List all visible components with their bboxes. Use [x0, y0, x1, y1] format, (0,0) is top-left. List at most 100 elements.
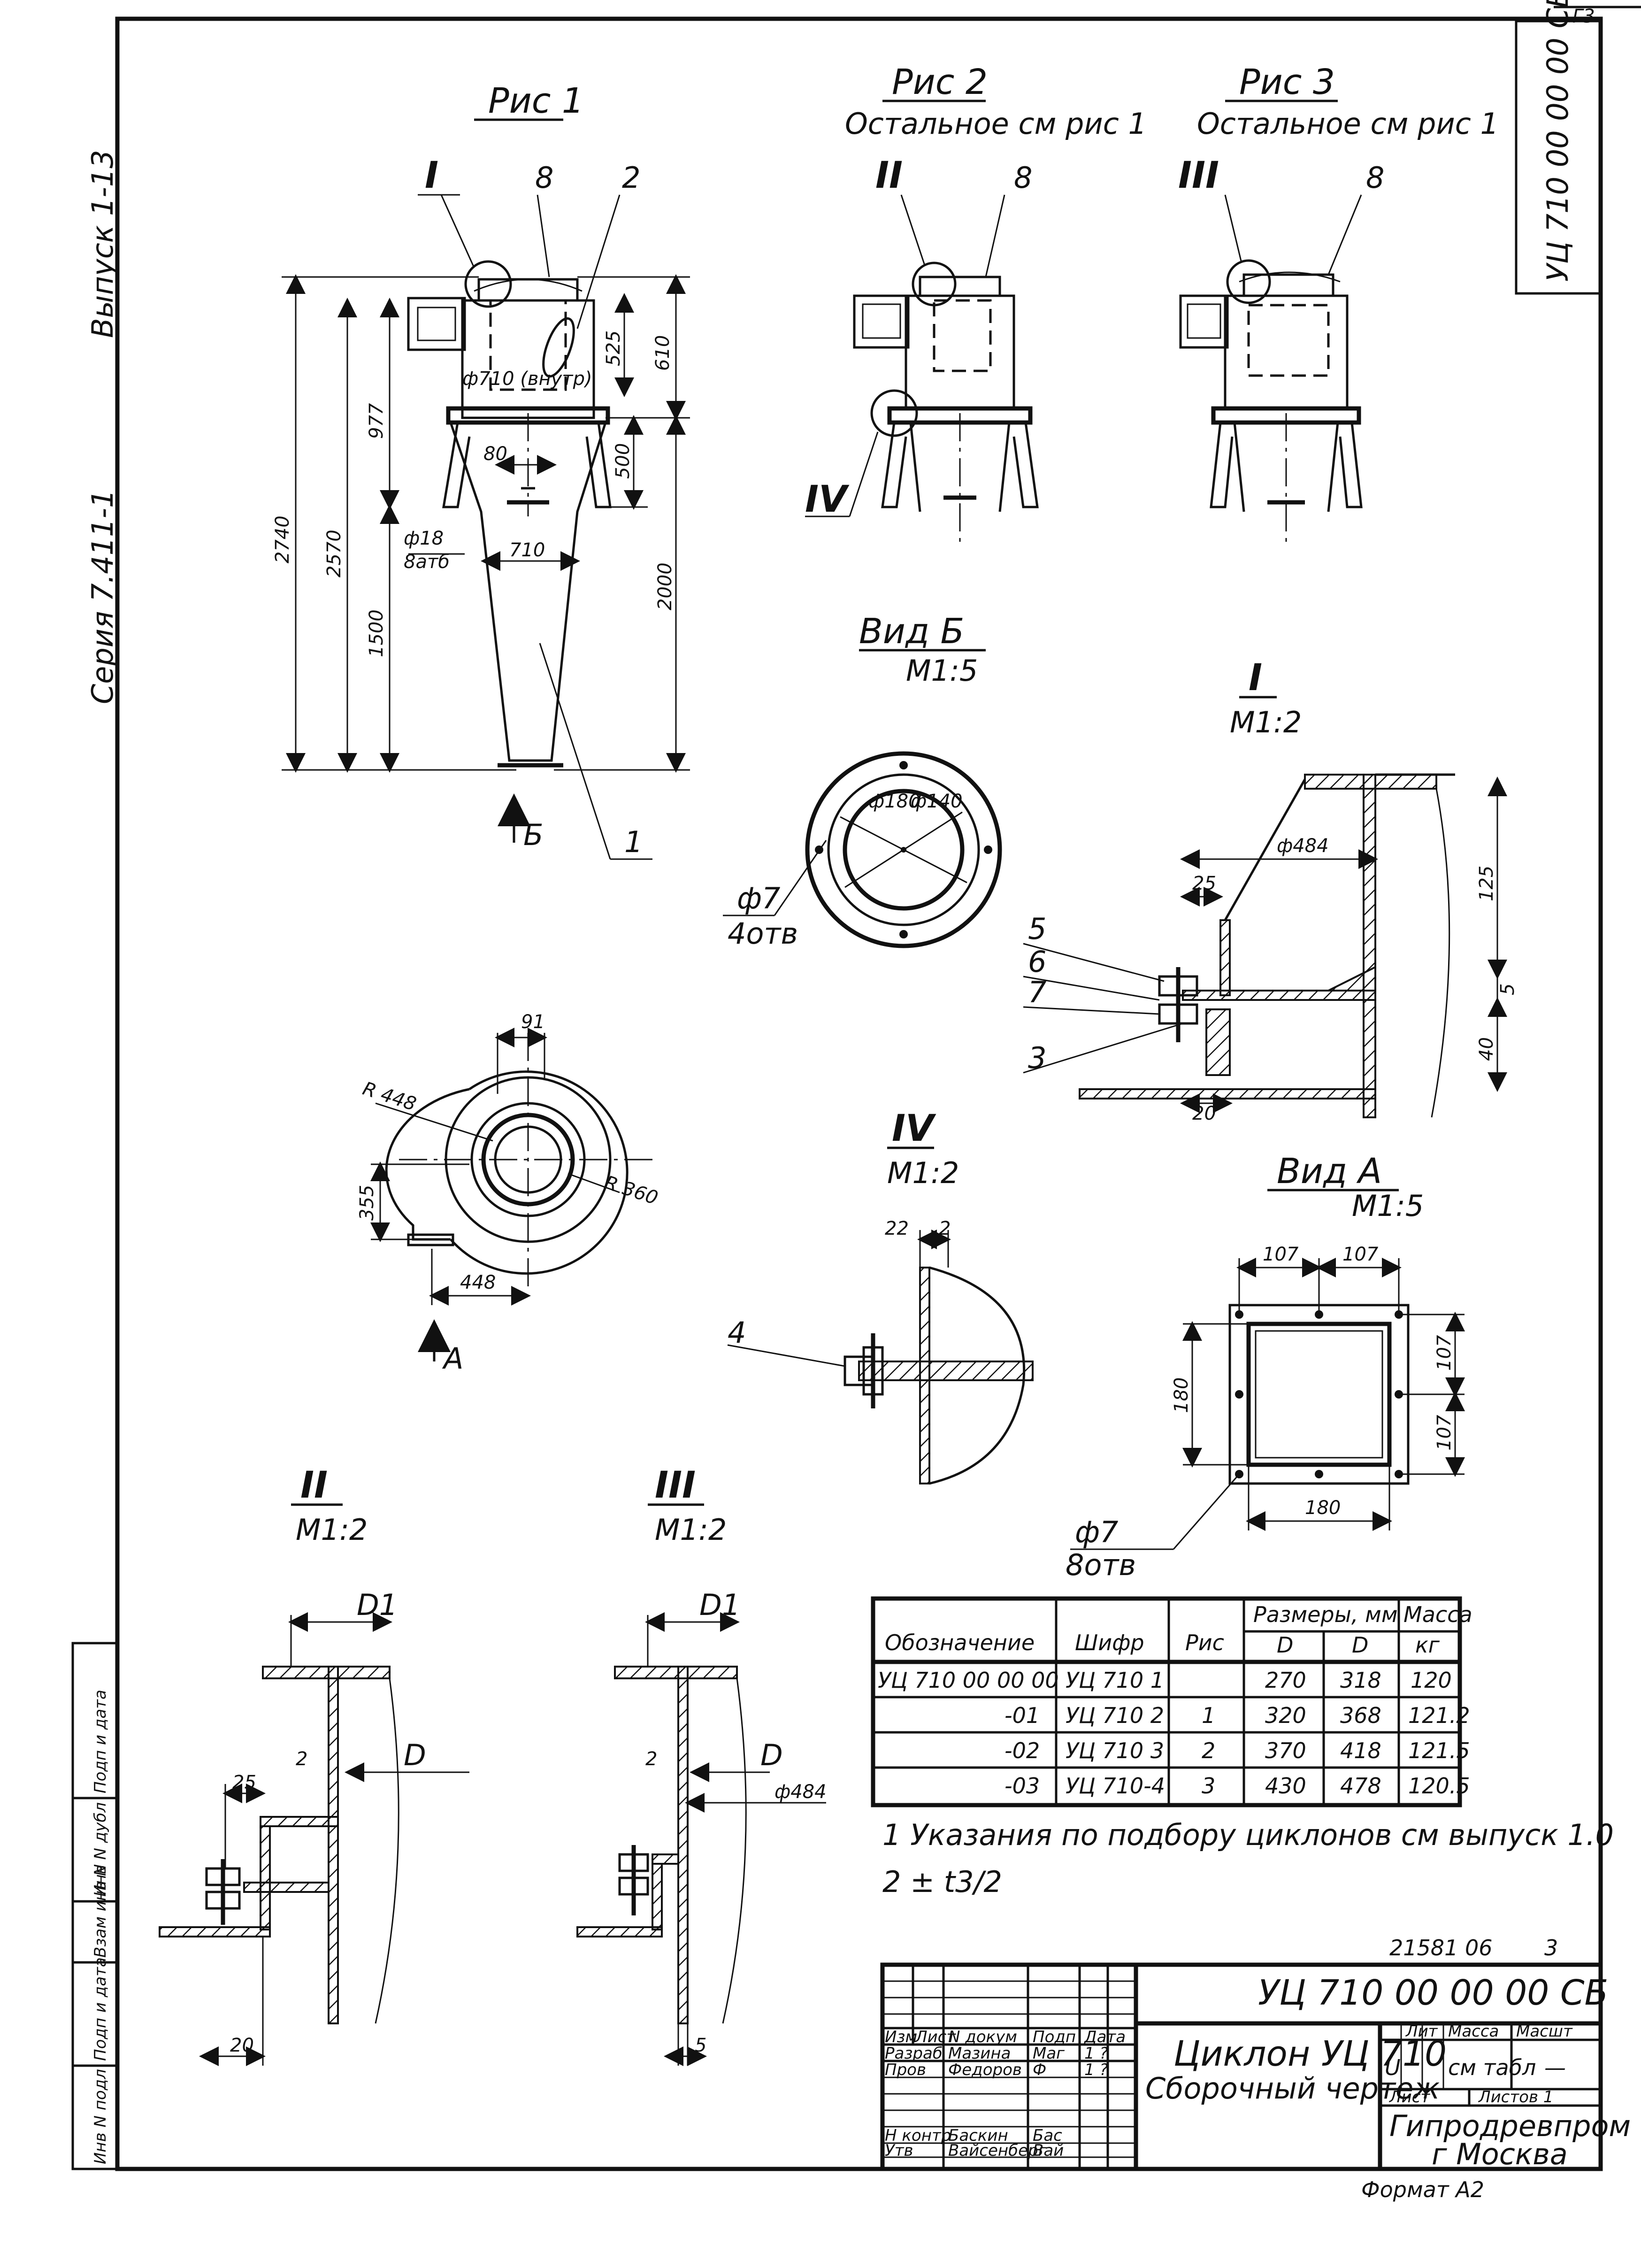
row0-code: УЦ 710 1: [1066, 1668, 1164, 1693]
top-code-text: УЦ 710 00 00 00 СБ: [1541, 0, 1575, 282]
stamp-role-utv: Утв: [885, 2141, 913, 2160]
detail3-scale: М1:2: [655, 1513, 727, 1547]
stamp-name1: Циклон УЦ 710: [1173, 2034, 1447, 2074]
stamp-date-razrab: 1 ?: [1084, 2044, 1108, 2063]
stamp-date-prov: 1 ?: [1084, 2060, 1108, 2079]
detail-II: II М1:2 D1 D 2 25 20: [159, 1464, 469, 2066]
row1-code: УЦ 710 2: [1066, 1703, 1164, 1728]
stamp-masht-label: Масшт: [1516, 2022, 1573, 2041]
stamp-name2: Сборочный чертеж: [1145, 2071, 1440, 2106]
table-header-D-big: D: [1352, 1632, 1368, 1658]
fig2-label-8: 8: [1014, 161, 1032, 195]
row2-fig: 2: [1202, 1738, 1215, 1763]
detail1-d20: 20: [1192, 1103, 1216, 1124]
detail4-scale: М1:2: [887, 1156, 959, 1190]
detail3-d5: 5: [695, 2035, 706, 2056]
detail3-D: D: [760, 1738, 783, 1772]
stamp-col-podp: Подп: [1033, 2028, 1076, 2046]
table-row: -03 УЦ 710-4 3 430 478 120.5: [1005, 1773, 1470, 1799]
view-a-d107c: 107: [1434, 1335, 1455, 1371]
spec-table: Обозначение Шифр Рис Размеры, мм D D Мас…: [871, 1596, 1472, 1807]
detail4-d2: 2: [939, 1218, 951, 1239]
row1-d1: 320: [1265, 1703, 1306, 1728]
detail1-d25: 25: [1192, 873, 1216, 894]
table-header-sizes: Размеры, мм: [1253, 1602, 1398, 1627]
stamp-org1: Гипродревпром: [1389, 2109, 1631, 2143]
row1-d2: 368: [1340, 1703, 1381, 1728]
dim-2570: 2570: [323, 530, 345, 577]
stamp-sign-utv: Вай: [1033, 2141, 1064, 2160]
figure-2: Рис 2 Остальное см рис 1 II 8 IV: [805, 62, 1147, 545]
fig1-title: Рис 1: [488, 81, 584, 121]
stamp-org2: г Москва: [1432, 2137, 1568, 2171]
view-a-holes: 8отв: [1066, 1548, 1136, 1582]
fig2-note: Остальное см рис 1: [845, 107, 1147, 141]
detail1-title: I: [1249, 657, 1262, 699]
plan-view: 91 R 448 R 360 355 448 А: [356, 1011, 660, 1376]
fig2-detail-IV-marker: [870, 389, 918, 437]
row1-mass: 121.2: [1408, 1703, 1470, 1728]
table-row: -01 УЦ 710 2 1 320 368 121.2: [1005, 1703, 1470, 1728]
row0-mass: 120: [1411, 1668, 1452, 1693]
view-a-title: Вид А: [1277, 1151, 1382, 1192]
view-b-scale: М1:5: [906, 653, 978, 688]
stamp-col-data: Дата: [1083, 2028, 1126, 2046]
stamp-role-prov: Пров: [885, 2060, 926, 2079]
dim-1500: 1500: [366, 609, 387, 657]
table-header-mass-unit: кг: [1415, 1632, 1440, 1658]
row3-code: УЦ 710-4: [1066, 1773, 1165, 1799]
plan-d355: 355: [356, 1185, 378, 1221]
dim-80: 80: [483, 443, 507, 465]
row3-designation: -03: [1005, 1773, 1040, 1799]
row3-d2: 478: [1340, 1773, 1381, 1799]
side-label-seriya: Серия 7.411-1: [85, 490, 120, 704]
detail2-d2: 2: [296, 1748, 307, 1770]
row2-mass: 121.5: [1408, 1738, 1470, 1763]
row2-d2: 418: [1340, 1738, 1381, 1763]
sheet-frame: [115, 6, 1641, 2171]
stamp-col-ndokum: N докум: [948, 2028, 1017, 2046]
row2-code: УЦ 710 3: [1066, 1738, 1164, 1763]
arrow-B-label: Б: [523, 818, 544, 852]
dim-inner: ф710 (внутр): [462, 368, 592, 390]
detail-IV: IV М1:2 22 2 4: [727, 1107, 1034, 1485]
detail1-d125: 125: [1476, 866, 1497, 901]
detail1-part-3: 3: [1028, 1041, 1046, 1075]
detail3-title: III: [655, 1464, 696, 1507]
side-label-vypusk: Выпуск 1-13: [85, 150, 120, 338]
detail-III: III М1:2 D1 D 2 ф484 5: [576, 1464, 827, 2066]
dim-710: 710: [509, 539, 545, 561]
fig3-detail-III-marker: [1226, 259, 1271, 304]
note-2: 2 ± t3/2: [882, 1865, 1002, 1899]
table-header-designation: Обозначение: [885, 1630, 1035, 1655]
stamp-sign-nkontr: Бас: [1033, 2126, 1062, 2145]
strip-podp-data-1: Подп и дата: [91, 1957, 110, 2061]
stamp-doc-number: 21581 06: [1389, 1935, 1493, 1960]
detail3-D1: D1: [699, 1588, 740, 1622]
stamp-sheet-no: 3: [1544, 1935, 1558, 1960]
dim-holes8: 8атб: [404, 551, 450, 573]
fig1-detail-I-marker: [464, 260, 512, 308]
dim-610: 610: [652, 335, 674, 371]
row0-d2: 318: [1340, 1668, 1381, 1693]
view-a-d180a: 180: [1171, 1377, 1192, 1413]
stamp-role-nkontr: Н контр: [885, 2126, 951, 2145]
stamp-col-izm: Изм: [885, 2028, 917, 2046]
detail2-d20: 20: [230, 2035, 254, 2056]
stamp-sign-prov: Ф: [1033, 2060, 1046, 2079]
row0-d1: 270: [1265, 1668, 1306, 1693]
fig1-part-1: 1: [624, 825, 643, 859]
view-a-d180b: 180: [1305, 1497, 1341, 1519]
detail1-d484: ф484: [1277, 835, 1329, 857]
detail2-D1: D1: [357, 1588, 398, 1622]
stamp-name-razrab: Мазина: [948, 2044, 1011, 2063]
fig1-label-I: I: [425, 154, 438, 197]
table-row: -02 УЦ 710 3 2 370 418 121.5: [1005, 1738, 1470, 1763]
detail2-title: II: [300, 1464, 328, 1507]
view-b-holes: 4отв: [728, 916, 798, 951]
dim-d18: ф18: [404, 528, 444, 549]
detail1-part-5: 5: [1028, 912, 1046, 946]
stamp-massa-label: Масса: [1448, 2022, 1499, 2041]
detail4-title: IV: [892, 1107, 936, 1150]
